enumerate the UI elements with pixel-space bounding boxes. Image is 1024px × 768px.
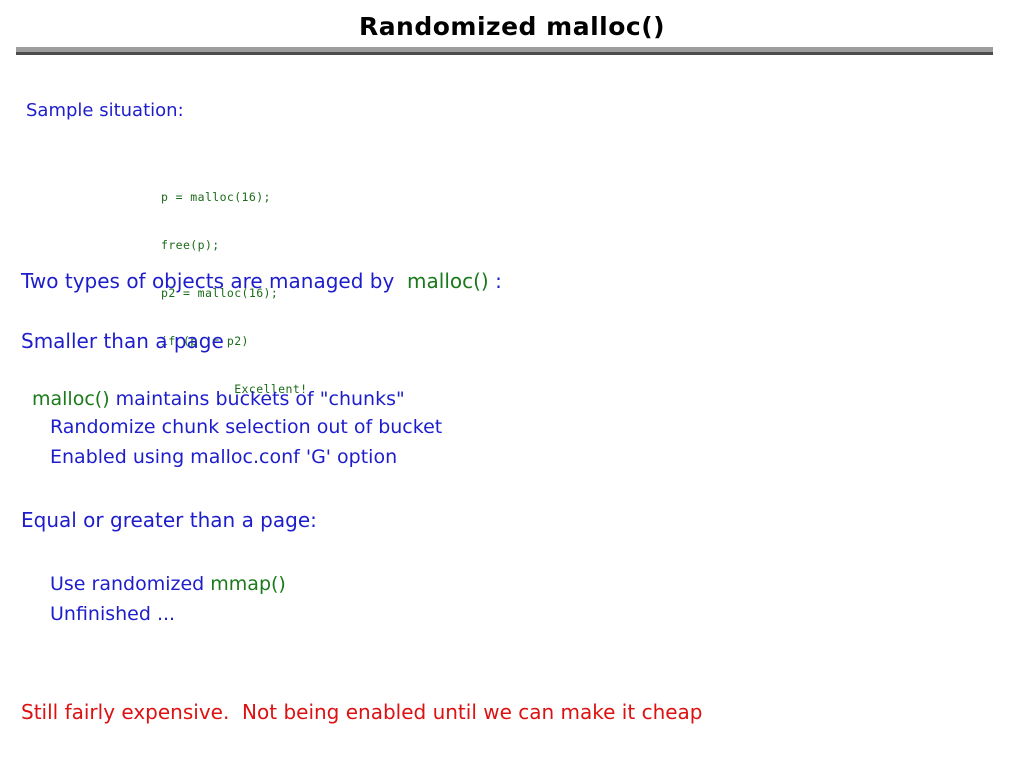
- mmap-identifier: mmap(): [210, 573, 286, 595]
- sample-situation-heading: Sample situation:: [26, 100, 184, 121]
- expensive-warning-text: Still fairly expensive. Not being enable…: [21, 700, 703, 724]
- malloc-buckets-bullet: malloc() maintains buckets of "chunks": [32, 388, 405, 410]
- code-line: free(p);: [161, 238, 220, 252]
- equal-or-greater-heading: Equal or greater than a page:: [21, 508, 317, 532]
- randomize-chunk-bullet: Randomize chunk selection out of bucket: [50, 416, 443, 438]
- malloc-identifier: malloc(): [407, 269, 489, 293]
- smaller-than-page-heading: Smaller than a page: [21, 329, 224, 353]
- title-divider: [16, 47, 993, 55]
- divider-shadow: [16, 52, 993, 55]
- page-title: Randomized malloc(): [358, 12, 666, 41]
- code-line: p = malloc(16);: [161, 190, 271, 204]
- malloc-buckets-text: maintains buckets of "chunks": [109, 388, 405, 410]
- mmap-prefix-text: Use randomized: [50, 573, 211, 595]
- two-types-suffix-text: :: [488, 269, 502, 293]
- code-line: if (p != p2): [161, 334, 249, 348]
- malloc-identifier: malloc(): [32, 388, 110, 410]
- code-line: p2 = malloc(16);: [161, 286, 279, 300]
- unfinished-bullet: Unfinished ...: [50, 603, 176, 625]
- code-line: Excellent!: [161, 382, 308, 396]
- divider-highlight: [16, 47, 993, 52]
- enabled-option-bullet: Enabled using malloc.conf 'G' option: [50, 446, 398, 468]
- code-block: p = malloc(16); free(p); p2 = malloc(16)…: [161, 157, 307, 413]
- two-types-heading: Two types of objects are managed by mall…: [21, 270, 502, 292]
- two-types-prefix-text: Two types of objects are managed by: [21, 269, 408, 293]
- use-randomized-mmap-bullet: Use randomized mmap(): [50, 573, 286, 595]
